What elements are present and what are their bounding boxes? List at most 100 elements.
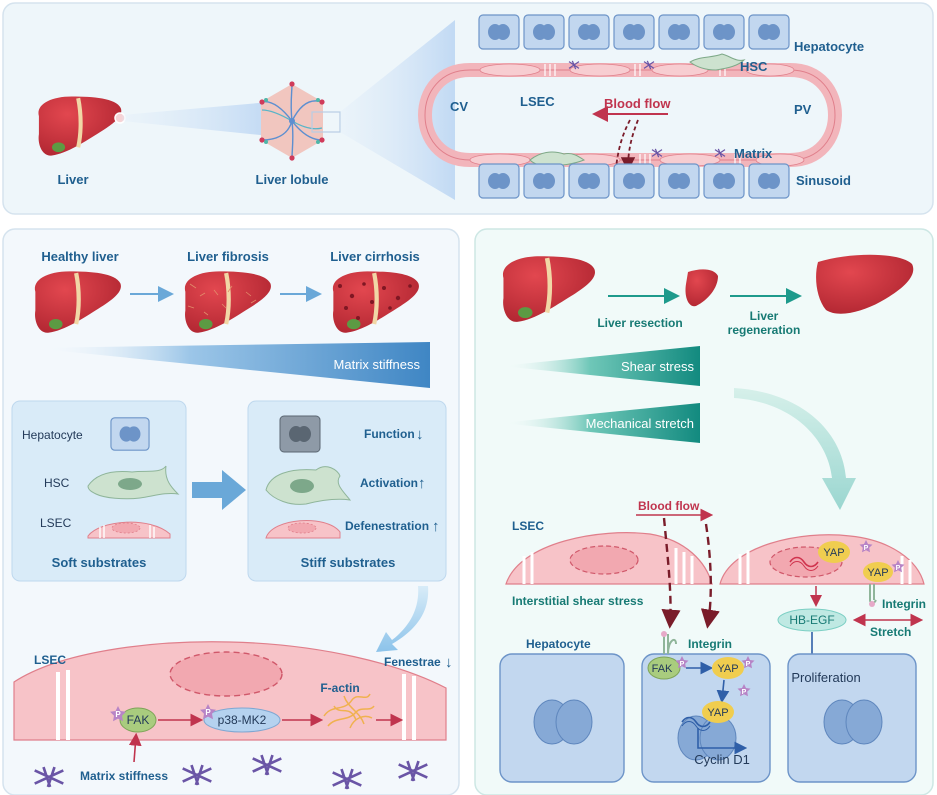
integrin-receptor-middle	[663, 634, 677, 655]
soft-lsec-label: LSEC	[40, 516, 72, 530]
fak-label: FAK	[127, 713, 150, 727]
mechanics-to-cell-curved-arrow	[734, 388, 856, 510]
hepatocyte-cell-3	[787, 653, 917, 783]
fak-phospho-star	[110, 706, 126, 722]
hsc-cell-top	[689, 53, 746, 71]
shear-stress-label: Shear stress	[621, 359, 694, 374]
yap-cyto-phospho-label: P	[896, 565, 901, 572]
zoom-beam-1	[122, 102, 270, 136]
p38-phospho-label: P	[205, 708, 211, 717]
hep-yap-nuclear-node	[702, 701, 734, 723]
blood-flow-label: Blood flow	[604, 96, 671, 111]
liver-cirrhosis-label: Liver cirrhosis	[330, 249, 420, 264]
hep-yap-phospho-2	[737, 684, 751, 697]
hep-fak-phospho	[675, 656, 689, 669]
stiff-to-lsec-curved-arrow	[376, 586, 429, 652]
cyclin-d1-label: Cyclin D1	[694, 752, 750, 767]
yap-nucleus-phospho-label: P	[864, 545, 869, 552]
right-panel: Liver resection Liver regeneration Shear…	[474, 228, 934, 795]
lsec-cell-left	[505, 532, 713, 585]
integrin-ligand-right	[869, 601, 875, 607]
liver-fibrosis-label: Liver fibrosis	[187, 249, 269, 264]
shear-dashed-arrow-2	[700, 523, 720, 629]
matrix-label: Matrix	[734, 146, 773, 161]
yap-nucleus-node	[818, 541, 850, 563]
matrix-stiffness-wedge	[30, 342, 430, 388]
liver-regeneration-label-1: Liver	[750, 309, 779, 323]
cv-label: CV	[450, 99, 468, 114]
soft-substrates-box: Hepatocyte HSC LSEC Soft substrates	[11, 400, 187, 582]
yap-translocation-arrow	[716, 679, 730, 704]
activation-up-arrow: ↑	[418, 475, 426, 492]
hepatocyte-label: Hepatocyte	[794, 39, 864, 54]
hep-yap-node	[712, 657, 744, 679]
factin-label: F-actin	[320, 681, 359, 695]
hep-fak-phospho-label: P	[680, 661, 685, 668]
proliferation-label: Proliferation	[791, 670, 860, 685]
hep-yap-phospho-label-1: P	[746, 661, 751, 668]
stretch-label: Stretch	[870, 625, 911, 639]
yap-cyto-phospho	[891, 560, 905, 573]
yap-cyto-label: YAP	[867, 567, 888, 579]
hep-yap-phospho-label-2: P	[742, 689, 747, 696]
fak-phospho-label: P	[115, 710, 121, 719]
stiff-activation-label: Activation	[360, 476, 418, 490]
hbegf-node	[777, 608, 847, 632]
yap-cyto-node	[863, 562, 893, 582]
shear-dashed-arrow-1	[661, 517, 681, 629]
mechanical-stretch-wedge	[500, 403, 700, 443]
p38-phospho-star	[200, 704, 216, 720]
mechanical-stretch-label: Mechanical stretch	[586, 416, 694, 431]
yap-nucleus-label: YAP	[823, 547, 844, 559]
stiff-function-label: Function	[364, 427, 415, 441]
cirrhotic-liver	[333, 271, 419, 332]
top-panel: Liver	[2, 2, 934, 215]
matrix-stiffness-detail-label: Matrix stiffness	[80, 769, 168, 783]
zoom-beam-2	[340, 20, 455, 200]
hepatocyte-cell-1	[499, 653, 625, 783]
soft-to-stiff-arrow	[192, 470, 246, 510]
soft-substrates-title: Soft substrates	[52, 555, 147, 570]
right-hepatocyte-label: Hepatocyte	[526, 637, 591, 651]
right-lsec-label: LSEC	[512, 519, 544, 533]
shear-stress-wedge	[500, 346, 700, 386]
fibrotic-liver	[185, 271, 271, 332]
pv-label: PV	[794, 102, 812, 117]
stiff-defenestration-label: Defenestration	[345, 519, 429, 533]
liver-lobule-illustration	[259, 81, 341, 161]
matrix-to-fak-arrow	[128, 732, 142, 763]
p38-node	[203, 707, 281, 733]
hep-yap-label: YAP	[717, 663, 738, 675]
fenestrae-down-arrow: ↓	[445, 654, 453, 671]
fenestrae-label: Fenestrae	[384, 655, 441, 669]
resected-liver	[685, 269, 718, 307]
p38-label: p38-MK2	[218, 713, 267, 727]
stiff-substrates-title: Stiff substrates	[301, 555, 396, 570]
function-down-arrow: ↓	[416, 426, 424, 443]
sinusoid-label: Sinusoid	[796, 173, 851, 188]
left-panel: Healthy liver Liver fibrosis Liver cirrh…	[2, 228, 460, 795]
hep-fak-node	[647, 656, 681, 680]
soft-hsc-label: HSC	[44, 476, 70, 490]
lsec-detail-label: LSEC	[34, 653, 66, 667]
hepatocyte-row-top	[478, 14, 790, 50]
soft-hepatocyte-label: Hepatocyte	[22, 428, 83, 442]
matrix-stiffness-label: Matrix stiffness	[334, 357, 421, 372]
liver-label: Liver	[57, 172, 88, 187]
stiff-substrates-box: Function ↓ Activation ↑ Defenestration ↑…	[247, 400, 447, 582]
healthy-liver-label: Healthy liver	[41, 249, 118, 264]
regenerated-liver	[816, 254, 914, 314]
hep-yap-nuclear-label: YAP	[707, 707, 728, 719]
integrin-middle-label: Integrin	[688, 637, 732, 651]
hep-yap-phospho-1	[741, 656, 755, 669]
fak-node	[119, 707, 157, 733]
liver-resection-label: Liver resection	[597, 316, 682, 330]
hepatocyte-row-bottom	[478, 163, 790, 199]
lsec-label: LSEC	[520, 94, 555, 109]
right-blood-flow-label: Blood flow	[638, 499, 700, 513]
hep-fak-label: FAK	[652, 663, 673, 675]
defenestration-up-arrow: ↑	[432, 518, 440, 535]
lobule-label: Liver lobule	[256, 172, 329, 187]
liver-regeneration-label-2: regeneration	[728, 323, 801, 337]
